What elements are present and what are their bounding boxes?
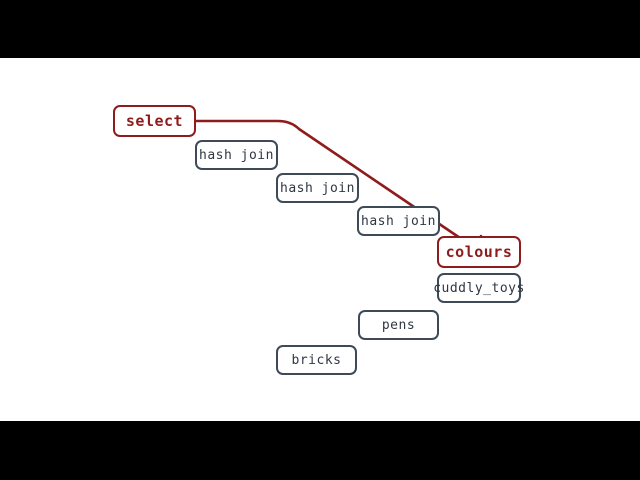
node-bricks-label: bricks	[291, 352, 342, 368]
node-colours[interactable]: colours	[437, 236, 521, 268]
node-cuddly-toys[interactable]: cuddly_toys	[433, 273, 524, 303]
letterbox-bottom-bar	[0, 421, 640, 480]
node-colours-label: colours	[445, 242, 513, 261]
letterbox-top-bar	[0, 0, 640, 58]
node-cuddly-toys-label: cuddly_toys	[433, 280, 525, 296]
node-hash-join-3[interactable]: hash join	[357, 206, 440, 236]
node-hash-join-1[interactable]: hash join	[195, 140, 278, 170]
diagram-canvas: select hash join hash join hash join col…	[0, 58, 640, 421]
node-hash-join-3-label: hash join	[361, 213, 436, 229]
node-bricks[interactable]: bricks	[276, 345, 357, 375]
node-hash-join-2[interactable]: hash join	[276, 173, 359, 203]
node-pens-label: pens	[381, 317, 416, 333]
node-hash-join-2-label: hash join	[280, 180, 355, 196]
node-hash-join-1-label: hash join	[199, 147, 274, 163]
node-select[interactable]: select	[113, 105, 196, 137]
node-select-label: select	[125, 111, 184, 130]
node-pens[interactable]: pens	[358, 310, 439, 340]
